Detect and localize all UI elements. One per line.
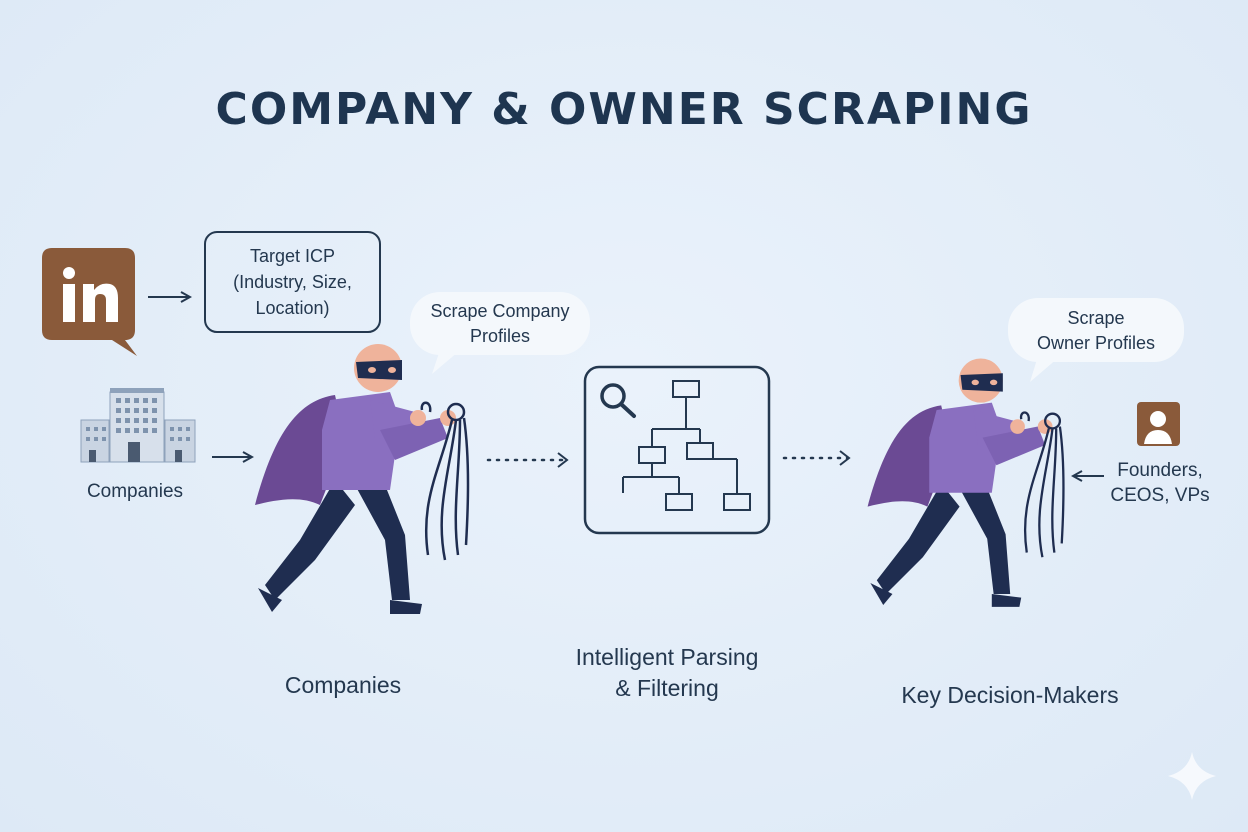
bubble-line: Scrape: [1067, 308, 1125, 328]
people-line: Founders,: [1117, 460, 1203, 481]
stage3-label: Key Decision-Makers: [901, 682, 1119, 708]
thief-figure-2: [866, 357, 1065, 609]
bubble-2-text: Scrape Owner Profiles: [1008, 306, 1184, 356]
stage2-line: Intelligent Parsing: [575, 644, 759, 670]
linkedin-icon: [42, 248, 137, 356]
sparkle-icon: [1168, 752, 1216, 800]
people-line: CEOS, VPs: [1110, 485, 1210, 506]
bubble-line: Owner Profiles: [1036, 333, 1156, 353]
thief-figure-1: [253, 342, 470, 616]
icp-line: Target ICP: [249, 246, 336, 266]
buildings-icon: [80, 388, 196, 463]
bubble-1-text: Scrape Company Profiles: [410, 299, 590, 349]
stage2-line: & Filtering: [615, 675, 719, 701]
bubble-line: Scrape Company: [430, 301, 570, 321]
speech-bubble-1: [410, 292, 590, 374]
target-icp-box: [204, 231, 381, 333]
speech-bubble-2: [1008, 298, 1184, 382]
stage2-label: Intelligent Parsing & Filtering: [537, 642, 797, 704]
target-icp-text: Target ICP (Industry, Size, Location): [205, 243, 380, 321]
page-title: COMPANY & OWNER SCRAPING: [215, 84, 1033, 135]
search-tree-icon: [583, 365, 771, 535]
person-icon: [1137, 402, 1180, 446]
bubble-line: Profiles: [469, 326, 531, 346]
icp-line: (Industry, Size,: [233, 272, 352, 292]
people-input-label: Founders, CEOS, VPs: [1100, 458, 1220, 508]
companies-input-label: Companies: [86, 481, 184, 502]
stage1-label: Companies: [284, 672, 402, 698]
icp-line: Location): [255, 298, 330, 318]
